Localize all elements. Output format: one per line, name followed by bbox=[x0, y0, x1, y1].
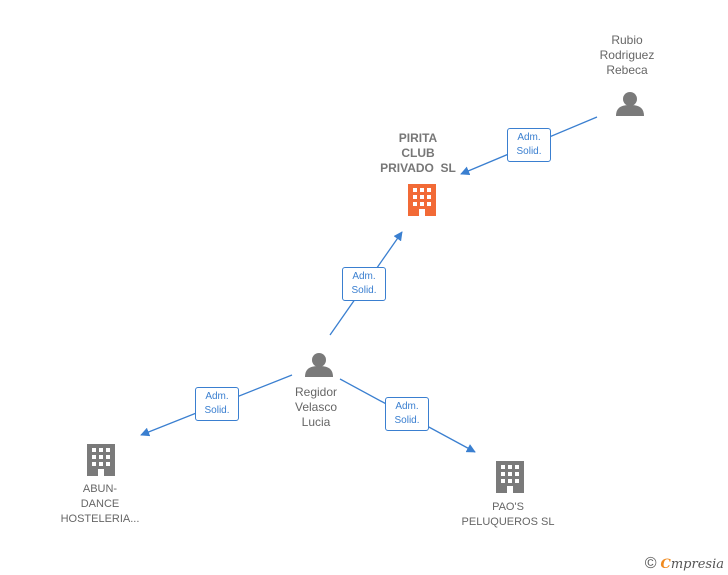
edge-label-line: Solid. bbox=[394, 415, 420, 426]
label-line: Rodriguez bbox=[599, 48, 655, 62]
label-line: Lucia bbox=[301, 415, 331, 429]
label-line: DANCE bbox=[80, 498, 120, 510]
label-line: CLUB bbox=[401, 146, 435, 160]
edge-label-line: Solid. bbox=[204, 405, 230, 416]
node-label-abundance[interactable]: ABUN- DANCE HOSTELERIA... bbox=[40, 482, 160, 527]
label-line: PAO'S bbox=[492, 501, 524, 513]
label-line: Rubio bbox=[611, 33, 643, 47]
copyright-symbol: © bbox=[644, 555, 657, 572]
edge-label-line: Solid. bbox=[351, 285, 377, 296]
label-line: Regidor bbox=[294, 385, 338, 399]
label-line: Rebeca bbox=[606, 63, 648, 77]
node-label-pirita[interactable]: PIRITA CLUB PRIVADO SL bbox=[368, 131, 468, 176]
person-icon bbox=[616, 92, 644, 116]
person-icon bbox=[305, 353, 333, 377]
brand-name: mpresia bbox=[670, 557, 724, 572]
edge-label-line: Adm. bbox=[205, 391, 229, 402]
label-line: PELUQUEROS SL bbox=[461, 516, 555, 528]
edge-label-regidor-paos[interactable]: Adm. Solid. bbox=[385, 397, 429, 431]
building-icon bbox=[496, 461, 524, 493]
edge-label-regidor-pirita[interactable]: Adm. Solid. bbox=[342, 267, 386, 301]
node-label-regidor[interactable]: Regidor Velasco Lucia bbox=[266, 385, 366, 430]
building-icon bbox=[87, 444, 115, 476]
brand-watermark: ©Cmpresia bbox=[645, 555, 724, 573]
building-icon bbox=[408, 184, 436, 216]
label-line: ABUN- bbox=[82, 483, 118, 495]
edge-label-regidor-abundance[interactable]: Adm. Solid. bbox=[195, 387, 239, 421]
edge-label-line: Adm. bbox=[352, 271, 376, 282]
label-line: Velasco bbox=[294, 400, 338, 414]
label-line: HOSTELERIA... bbox=[60, 513, 140, 525]
node-label-rubio[interactable]: Rubio Rodriguez Rebeca bbox=[577, 33, 677, 78]
brand-logo-initial: C bbox=[660, 557, 671, 572]
edge-label-line: Adm. bbox=[395, 401, 419, 412]
label-line: PRIVADO SL bbox=[380, 161, 456, 175]
edge-label-line: Solid. bbox=[516, 146, 542, 157]
edge-label-line: Adm. bbox=[517, 132, 541, 143]
label-line: PIRITA bbox=[398, 131, 438, 145]
node-label-paos[interactable]: PAO'S PELUQUEROS SL bbox=[448, 500, 568, 530]
edge-label-rubio-pirita[interactable]: Adm. Solid. bbox=[507, 128, 551, 162]
